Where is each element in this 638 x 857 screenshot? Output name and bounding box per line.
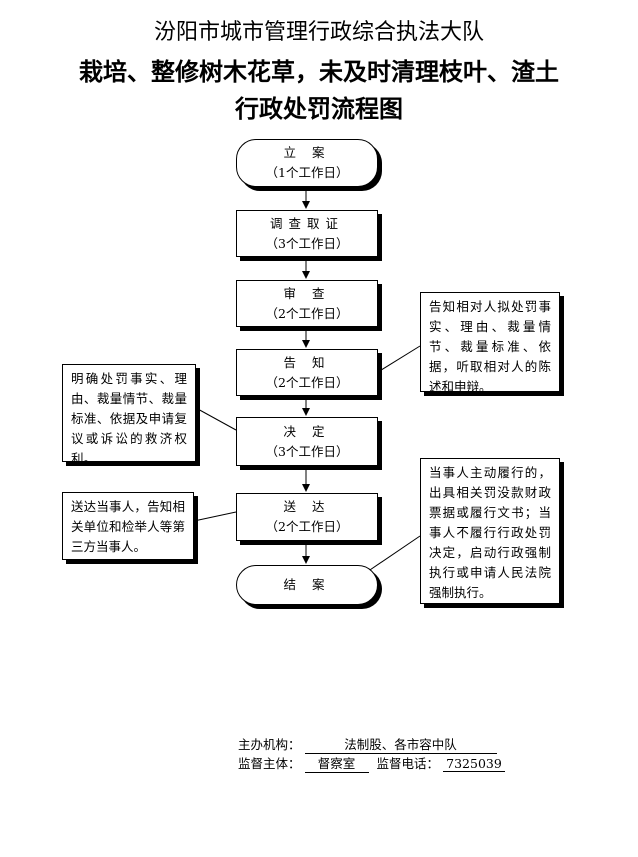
step-duration: （2个工作日）	[265, 374, 349, 390]
pointer-notify	[377, 345, 421, 373]
phone-value: 7325039	[442, 756, 505, 772]
step-file-case: 立 案 （1个工作日）	[236, 139, 378, 187]
footer-supervisor: 监督主体： 督察室 监督电话： 7325039	[238, 753, 505, 773]
step-duration: （3个工作日）	[265, 443, 349, 459]
note-enforcement: 当事人主动履行的，出具相关罚没款财政票据或履行文书；当事人不履行行政处罚决定，启…	[420, 458, 560, 604]
step-label: 立 案	[283, 145, 331, 160]
note-notify: 告知相对人拟处罚事实、理由、裁量情节、裁量标准、依据，听取相对人的陈述和申辩。	[420, 292, 560, 394]
step-close-case: 结 案	[236, 565, 378, 605]
note-decision: 明确处罚事实、理由、裁量情节、裁量标准、依据及申请复议或诉讼的救济权利。	[62, 364, 196, 466]
step-duration: （3个工作日）	[265, 235, 349, 251]
step-decision: 决 定 （3个工作日）	[236, 417, 378, 466]
supervisor-label: 监督主体：	[238, 756, 301, 771]
step-investigation: 调查取证 （3个工作日）	[236, 210, 378, 257]
title-line-3: 行政处罚流程图	[235, 94, 403, 123]
step-label: 决 定	[283, 423, 331, 439]
step-duration: （1个工作日）	[265, 165, 349, 180]
step-notify: 告 知 （2个工作日）	[236, 349, 378, 396]
title-line-1: 汾阳市城市管理行政综合执法大队	[153, 20, 484, 45]
step-label: 告 知	[283, 354, 331, 370]
step-label: 送 达	[283, 499, 331, 514]
step-review: 审 查 （2个工作日）	[236, 280, 378, 327]
step-duration: （2个工作日）	[265, 519, 349, 534]
footer-host: 主办机构： 法制股、各市容中队	[238, 734, 497, 754]
phone-label: 监督电话：	[376, 756, 439, 771]
step-delivery: 送 达 （2个工作日）	[236, 493, 378, 541]
pointer-delivery	[193, 511, 237, 522]
pointer-decision	[195, 407, 237, 431]
note-delivery: 送达当事人，告知相关单位和检举人等第三方当事人。	[62, 492, 194, 560]
title-line-2: 栽培、整修树木花草，未及时清理枝叶、渣土	[79, 57, 559, 86]
pointer-enforcement	[363, 535, 421, 575]
step-duration: （2个工作日）	[265, 305, 349, 321]
step-label: 审 查	[283, 285, 331, 301]
host-label: 主办机构：	[238, 737, 301, 752]
step-label: 调查取证	[269, 215, 344, 231]
step-label: 结 案	[283, 577, 331, 592]
host-value: 法制股、各市容中队	[304, 734, 497, 754]
supervisor-value: 督察室	[304, 753, 369, 773]
